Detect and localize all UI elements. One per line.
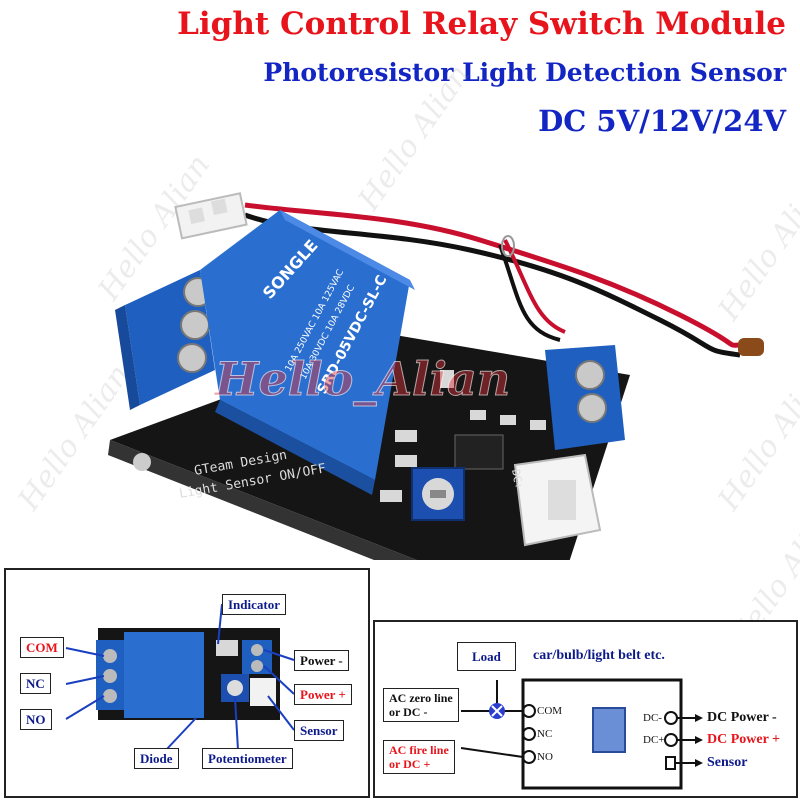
label-indicator: Indicator (222, 594, 286, 615)
terminal-no: NO (537, 751, 553, 763)
page-subtitle: Photoresistor Light Detection Sensor (263, 58, 786, 87)
label-power-plus: Power + (294, 684, 352, 705)
label-com: COM (20, 637, 64, 658)
label-potentiometer: Potentiometer (202, 748, 293, 769)
label-load: Load (457, 642, 516, 671)
terminal-com: COM (537, 705, 563, 717)
pinout-panel: COM NC NO Indicator Power - Power + Sens… (4, 568, 370, 798)
terminal-dc-minus: DC- (643, 712, 662, 724)
label-ac-fire-line: AC fire line or DC + (383, 740, 455, 774)
wiring-diagram (460, 678, 703, 790)
label-no: NO (20, 709, 52, 730)
page-title: Light Control Relay Switch Module (177, 6, 786, 42)
center-watermark: Hello_Alian (213, 352, 510, 406)
terminal-nc: NC (537, 728, 553, 740)
label-sensor: Sensor (294, 720, 344, 741)
silkscreen-dc: DC+ (509, 468, 525, 490)
pinout-board-thumbnail (65, 603, 295, 751)
dc-power-minus: DC Power - (707, 710, 777, 725)
load-examples: car/bulb/light belt etc. (533, 648, 665, 663)
sensor-output: Sensor (707, 755, 748, 770)
relay-module-photo: SONGLE 10A 250VAC 10A 125VAC 10A 30VDC 1… (108, 192, 764, 560)
dc-power-plus: DC Power + (707, 732, 781, 747)
voltage-label: DC 5V/12V/24V (538, 104, 786, 138)
label-diode: Diode (134, 748, 179, 769)
label-nc: NC (20, 673, 51, 694)
label-power-minus: Power - (294, 650, 349, 671)
label-ac-zero-line: AC zero line or DC - (383, 688, 459, 722)
wiring-panel: Load car/bulb/light belt etc. AC zero li… (373, 620, 798, 798)
terminal-dc-plus: DC+ (643, 734, 665, 746)
